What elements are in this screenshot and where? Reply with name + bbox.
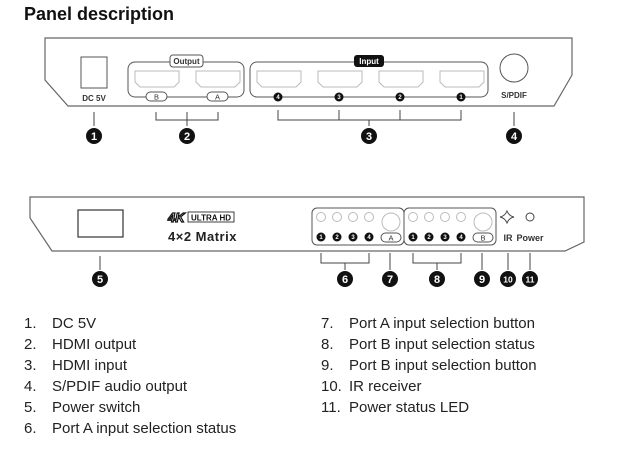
port-b-button-label: B [480,234,485,243]
spdif-port [499,53,529,83]
brand-ultra-hd: ULTRA HD [191,214,231,223]
legend-list-right: 7.Port A input selection button 8.Port B… [321,313,537,418]
port-b-led-3 [440,212,450,222]
port-b-led-1-label: 1 [411,235,415,241]
callout-10 [500,271,516,287]
power-label: Power [516,233,544,243]
callout-11 [522,271,538,287]
list-item: 2.HDMI output [24,336,137,353]
callout-7-text: 7 [387,274,393,286]
callout-5 [92,271,108,287]
list-item: 5.Power switch [24,399,141,416]
port-b-panel [403,207,497,246]
input-1-label: 1 [459,95,463,101]
input-2-label: 2 [398,95,402,101]
input-4-label: 4 [276,95,280,101]
list-item: 1.DC 5V [24,315,97,332]
port-a-led-4 [364,212,374,222]
input-label: Input [359,57,379,66]
port-a-led-2-label: 2 [335,235,339,241]
brand-logo: 4K ULTRA HD 4×2 Matrix [166,209,237,244]
port-a-led-3 [348,212,358,222]
callout-6 [337,271,353,287]
output-b-label: B [154,93,159,102]
port-a-led-1 [316,212,326,222]
callout-1-text: 1 [91,131,97,143]
dc-power-jack [80,56,108,89]
callout-11-text: 11 [526,275,535,285]
port-a-button-label: A [388,234,393,243]
list-item: 6.Port A input selection status [24,420,237,437]
callout-2-text: 2 [184,131,190,143]
callout-9 [474,271,490,287]
legend-list-left: 1.DC 5V 2.HDMI output 3.HDMI input 4.S/P… [24,313,236,439]
panel-diagram: DC 5V Output B A Input 4 3 2 1 S/PDIF [29,37,585,287]
power-switch [77,209,124,238]
port-a-led-1-label: 1 [319,235,323,241]
power-led [525,212,535,222]
list-item: 9.Port B input selection button [321,357,537,374]
list-item: 3.HDMI input [24,357,128,374]
callout-3-text: 3 [366,131,372,143]
callout-2 [179,128,195,144]
port-b-led-4-label: 4 [459,235,463,241]
ir-receiver-icon [499,209,515,225]
list-item: 8.Port B input selection status [321,336,535,353]
list-item: 4.S/PDIF audio output [24,378,188,395]
page-title: Panel description [24,4,175,24]
rear-panel: DC 5V Output B A Input 4 3 2 1 S/PDIF [44,37,573,144]
port-a-led-2 [332,212,342,222]
callout-9-text: 9 [479,274,485,286]
callout-7 [382,271,398,287]
port-b-led-2 [424,212,434,222]
list-item: 10.IR receiver [321,378,422,395]
output-label: Output [173,57,200,66]
dc-label: DC 5V [82,94,106,103]
port-b-led-3-label: 3 [443,235,447,241]
callout-8 [429,271,445,287]
callout-6-text: 6 [342,274,348,286]
input-3-label: 3 [337,95,341,101]
brand-4k: 4K [167,210,186,225]
callout-4 [506,128,522,144]
spdif-label: S/PDIF [501,91,527,100]
port-a-led-4-label: 4 [367,235,371,241]
port-b-button[interactable] [473,212,493,232]
port-b-led-2-label: 2 [427,235,431,241]
callout-4-text: 4 [511,131,518,143]
list-item: 11.Power status LED [321,399,470,416]
port-a-led-3-label: 3 [351,235,355,241]
callout-10-text: 10 [503,275,513,285]
list-item: 7.Port A input selection button [321,315,535,332]
callout-1 [86,128,102,144]
output-a-label: A [215,93,220,102]
port-b-led-4 [456,212,466,222]
ir-label: IR [504,233,514,243]
port-b-led-1 [408,212,418,222]
model-name: 4×2 Matrix [168,229,237,244]
front-panel: 4K ULTRA HD 4×2 Matrix 1 2 3 4 A [29,196,585,287]
callout-3 [361,128,377,144]
callout-5-text: 5 [97,274,103,286]
port-a-button[interactable] [381,212,401,232]
callout-8-text: 8 [434,274,440,286]
